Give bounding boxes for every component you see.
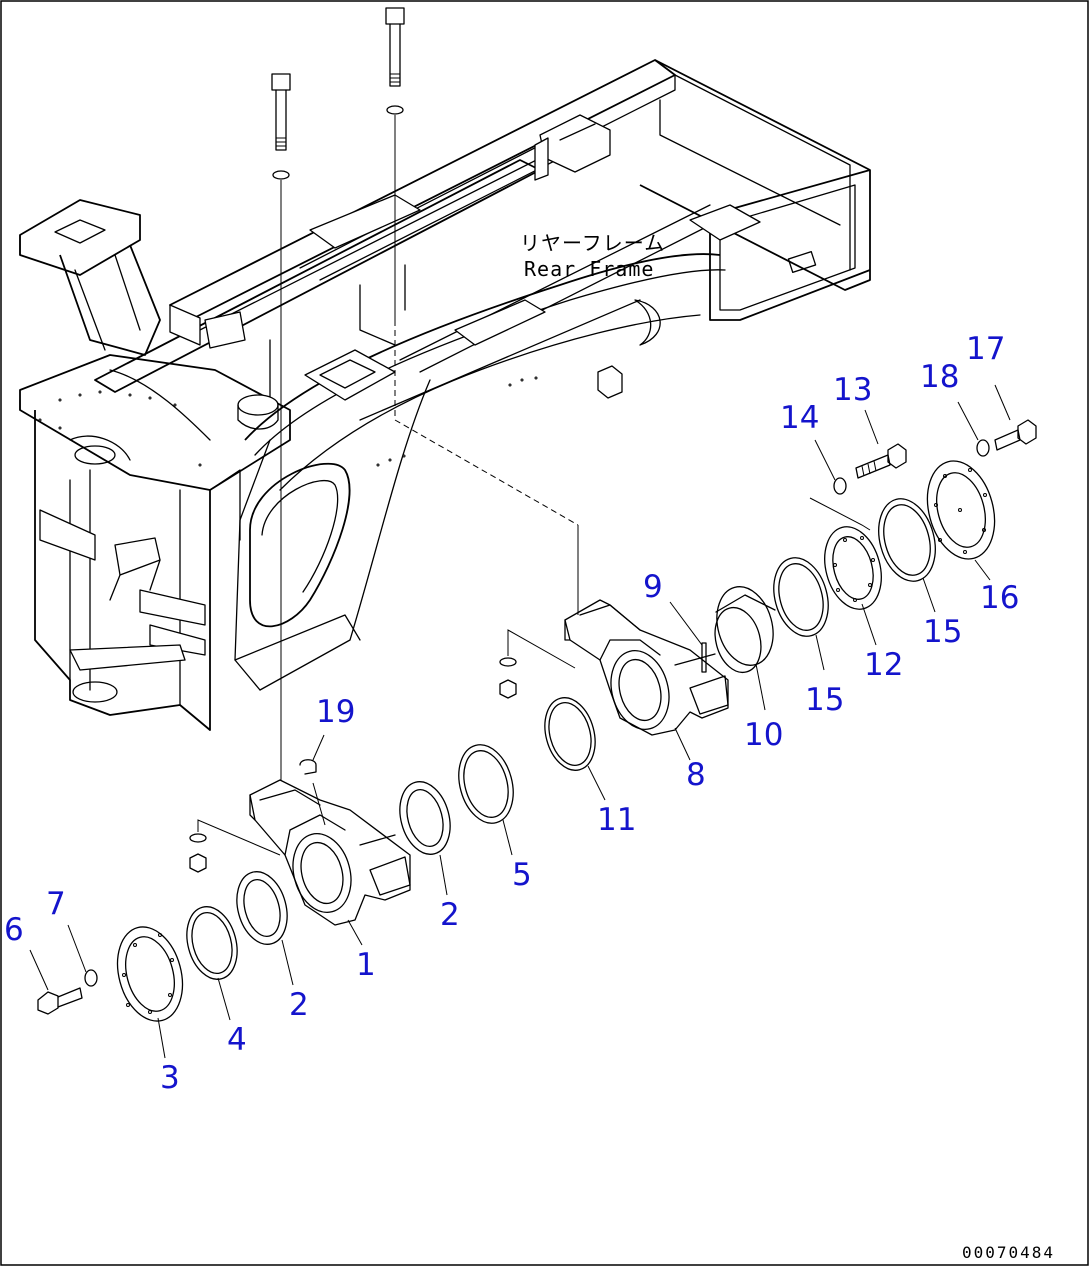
callout-6: 6 bbox=[4, 912, 24, 948]
callout-15-left: 15 bbox=[805, 682, 844, 718]
front-cap-assembly bbox=[37, 697, 596, 1022]
callout-8: 8 bbox=[686, 757, 706, 793]
rear-frame-drawing bbox=[19, 59, 871, 731]
frame-label-japanese: リヤーフレーム bbox=[520, 231, 665, 255]
callout-15-right: 15 bbox=[923, 614, 962, 650]
callout-9: 9 bbox=[643, 569, 663, 605]
long-bolt-left bbox=[271, 73, 291, 790]
callout-11: 11 bbox=[597, 802, 636, 838]
callout-2-left: 2 bbox=[289, 987, 309, 1023]
callout-16: 16 bbox=[980, 580, 1019, 616]
callout-5: 5 bbox=[512, 857, 532, 893]
leader-lines bbox=[29, 384, 1011, 1059]
drawing-code: 00070484 bbox=[962, 1243, 1055, 1262]
callout-17: 17 bbox=[966, 331, 1005, 367]
callout-12: 12 bbox=[864, 647, 903, 683]
callout-4: 4 bbox=[227, 1022, 247, 1058]
rear-cap-assembly bbox=[499, 419, 1037, 736]
callout-labels: 1 2 2 3 4 5 6 7 8 9 10 11 12 13 14 15 15… bbox=[4, 331, 1019, 1096]
callout-18: 18 bbox=[920, 359, 959, 395]
frame-label-english: Rear Frame bbox=[524, 257, 654, 281]
callout-10: 10 bbox=[744, 717, 783, 753]
callout-3: 3 bbox=[160, 1060, 180, 1096]
callout-7: 7 bbox=[46, 886, 66, 922]
callout-14: 14 bbox=[780, 400, 819, 436]
callout-1: 1 bbox=[356, 947, 376, 983]
callout-19: 19 bbox=[316, 694, 355, 730]
callout-13: 13 bbox=[833, 372, 872, 408]
callout-2-mid: 2 bbox=[440, 897, 460, 933]
long-bolt-right bbox=[385, 7, 579, 526]
